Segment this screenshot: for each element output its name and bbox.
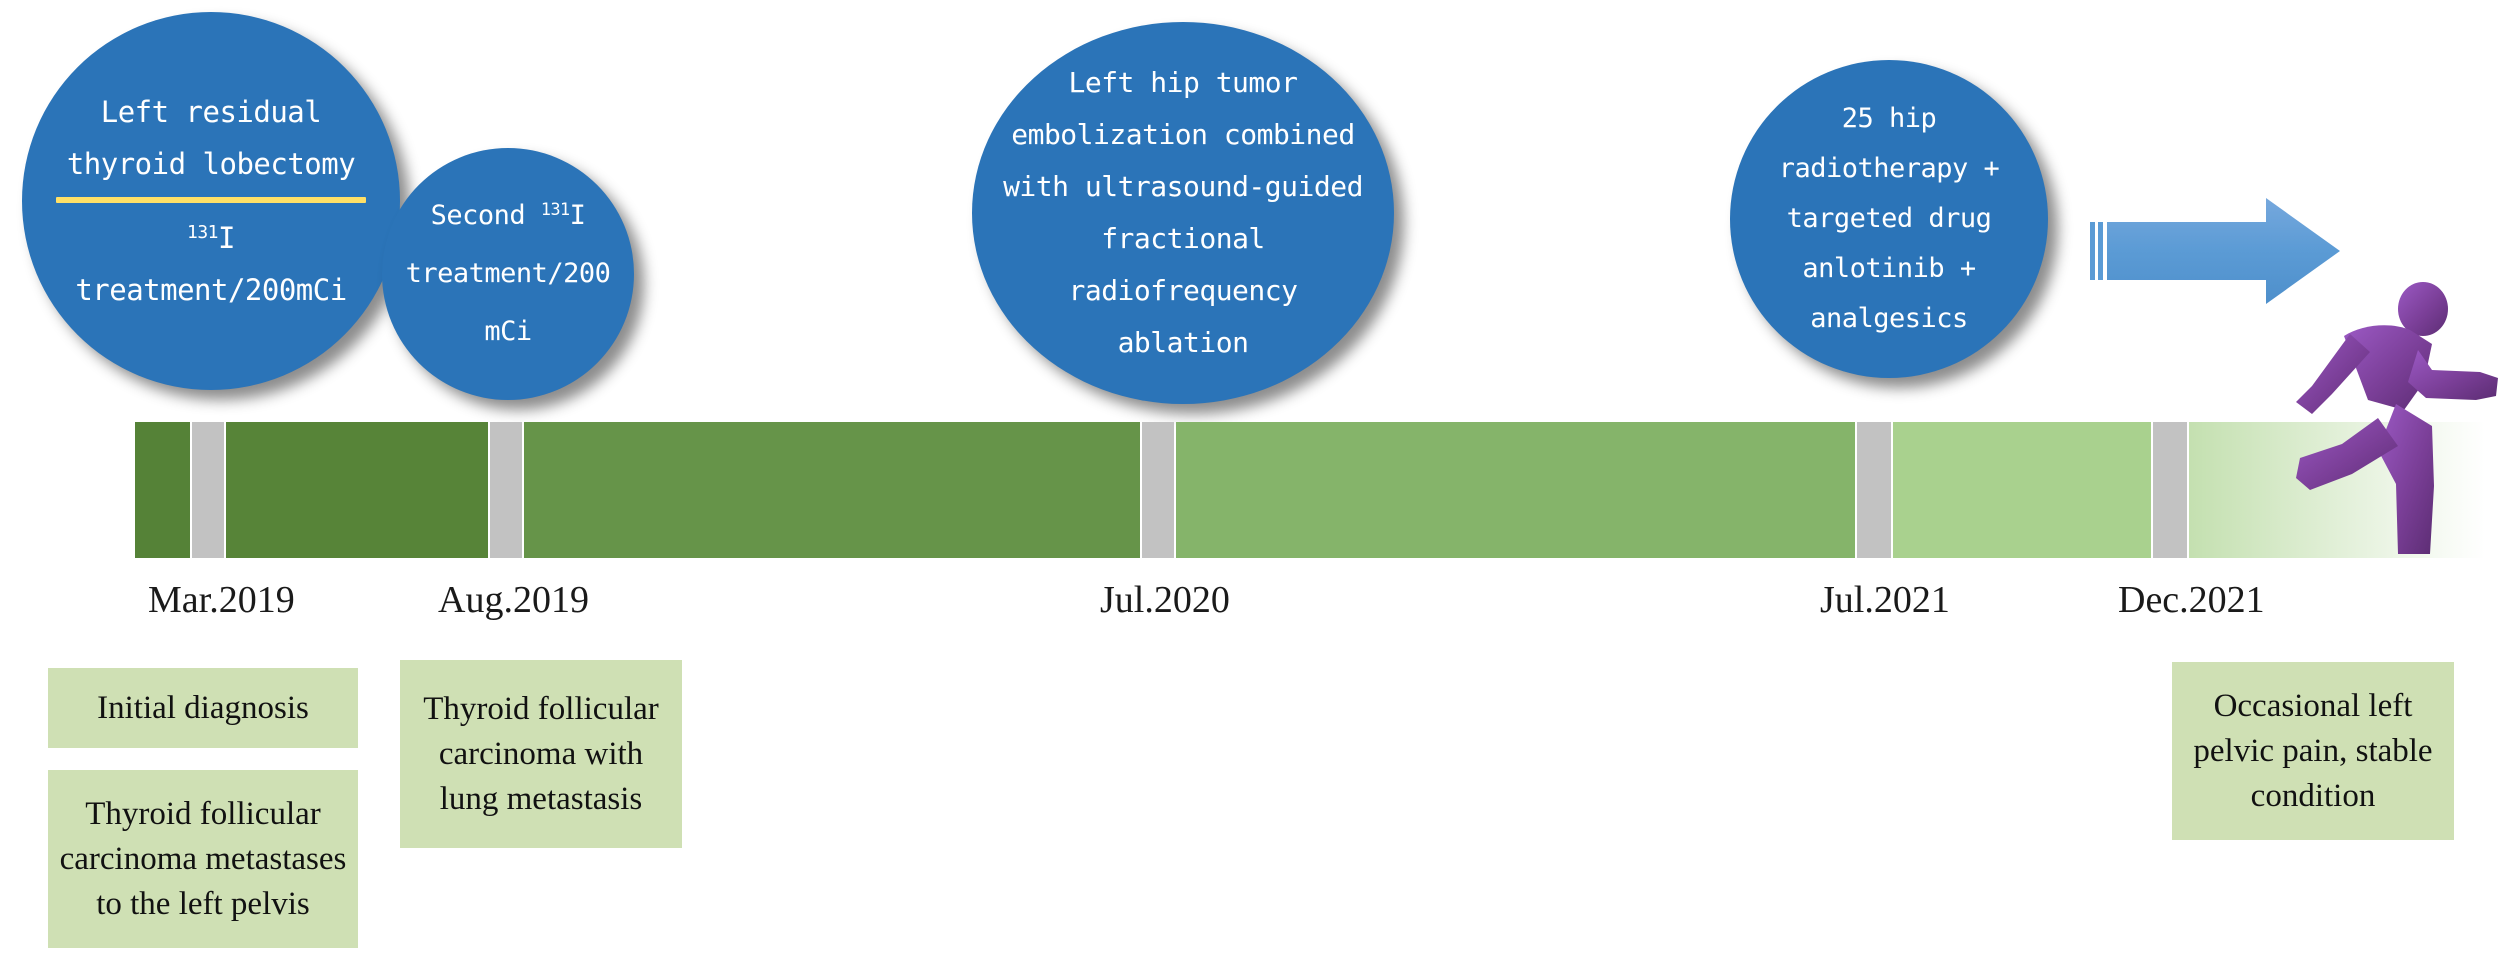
- bubble-2-line-2: treatment/200: [405, 258, 611, 289]
- timeline-divider: [490, 422, 522, 558]
- date-label-jul-2021: Jul.2021: [1820, 579, 1950, 621]
- note-box-initial-diagnosis: Initial diagnosis: [48, 668, 358, 748]
- timeline-bar: [135, 422, 2485, 558]
- isotope-mass-number: 131: [187, 222, 218, 244]
- timeline-segment: [2189, 422, 2485, 558]
- date-label-aug-2019: Aug.2019: [438, 579, 589, 621]
- timeline-segment: [135, 422, 190, 558]
- bubble-3-line-2: embolization combined: [1011, 118, 1355, 151]
- date-label-dec-2021: Dec.2021: [2118, 579, 2265, 621]
- timeline-segment: [524, 422, 1140, 558]
- bubble-4-line-4: anlotinib +: [1802, 253, 1976, 284]
- isotope-element: I: [218, 221, 235, 255]
- bubble-3-line-1: Left hip tumor: [1068, 66, 1298, 99]
- bubble-1-line-1: Left residual: [100, 95, 322, 129]
- timeline-segment: [1893, 422, 2151, 558]
- note-box-pelvis-metastases: Thyroid follicular carcinoma metastases …: [48, 770, 358, 948]
- timeline-divider: [192, 422, 224, 558]
- bubble-3-line-5: radiofrequency: [1068, 274, 1298, 307]
- treatment-bubble-4: 25 hip radiotherapy + targeted drug anlo…: [1730, 60, 2048, 378]
- timeline-divider: [2153, 422, 2187, 558]
- running-person-icon: [2292, 278, 2500, 580]
- bubble-2-line-3: mCi: [484, 316, 532, 347]
- bubble-4-line-3: targeted drug: [1786, 203, 1992, 234]
- timeline-divider: [1857, 422, 1891, 558]
- bubble-1-line-2: thyroid lobectomy: [66, 147, 356, 181]
- right-arrow-icon: [2090, 198, 2340, 304]
- bubble-2-line-1: Second 131I: [431, 187, 586, 245]
- bubble-4-line-5: analgesics: [1810, 303, 1968, 334]
- timeline-segment: [226, 422, 488, 558]
- bubble-3-line-4: fractional: [1101, 222, 1265, 255]
- isotope-mass-number: 131: [540, 198, 570, 219]
- treatment-bubble-2: Second 131I treatment/200 mCi: [382, 148, 634, 400]
- bubble-4-line-1: 25 hip: [1841, 103, 1937, 134]
- bubble-4-line-2: radiotherapy +: [1778, 153, 2000, 184]
- bubble-3-line-3: with ultrasound-guided: [1003, 170, 1363, 203]
- bubble-1-isotope-line: 131I: [187, 212, 235, 264]
- isotope-element: I: [569, 200, 586, 231]
- note-box-stable-condition: Occasional left pelvic pain, stable cond…: [2172, 662, 2454, 840]
- bubble-1-divider-rule: [56, 197, 366, 203]
- date-label-jul-2020: Jul.2020: [1100, 579, 1230, 621]
- timeline-divider: [1142, 422, 1174, 558]
- timeline-segment: [1176, 422, 1855, 558]
- date-label-mar-2019: Mar.2019: [148, 579, 295, 621]
- note-box-lung-metastasis: Thyroid follicular carcinoma with lung m…: [400, 660, 682, 848]
- bubble-1-line-3: treatment/200mCi: [75, 273, 347, 307]
- treatment-bubble-3: Left hip tumor embolization combined wit…: [972, 22, 1394, 404]
- treatment-bubble-1: Left residual thyroid lobectomy 131I tre…: [22, 12, 400, 390]
- bubble-3-line-6: ablation: [1117, 326, 1249, 359]
- bubble-2-prefix: Second: [430, 200, 541, 231]
